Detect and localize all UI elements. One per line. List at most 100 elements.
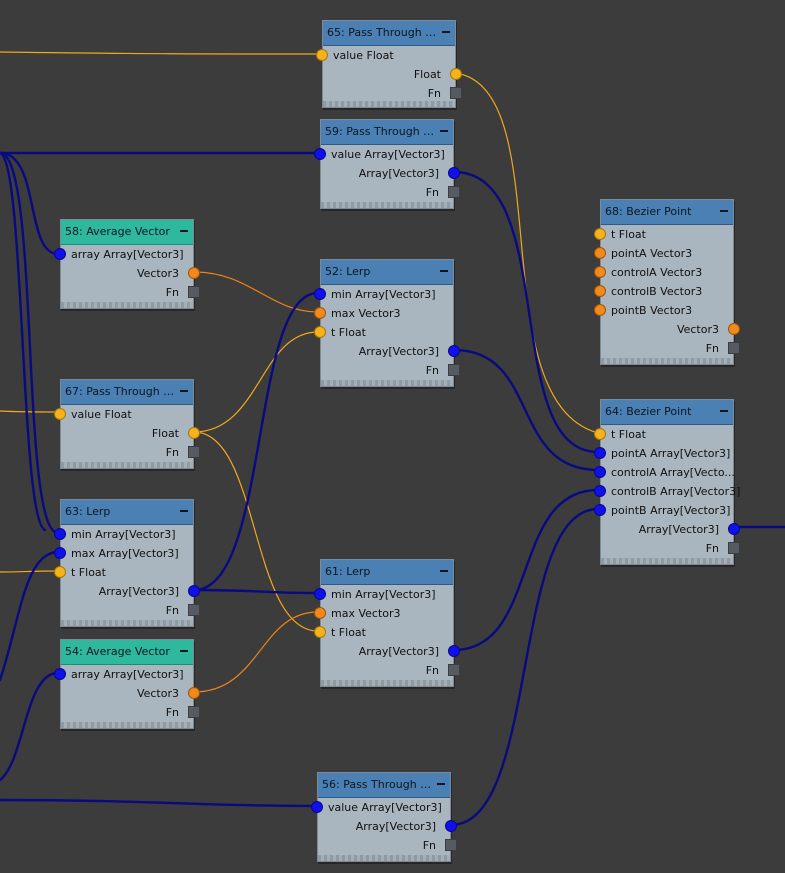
node-lerp-52[interactable]: 52: Lerp min Array[Vector3] max Vector3 … (314, 259, 460, 387)
input-port-t[interactable] (594, 428, 606, 440)
input-port-min[interactable] (54, 528, 66, 540)
input-port-controlb[interactable] (594, 485, 606, 497)
minimize-icon[interactable] (440, 130, 448, 132)
input-label: max Vector3 (331, 307, 401, 320)
minimize-icon[interactable] (437, 783, 445, 785)
output-label: Float (151, 427, 179, 440)
node-pass-through-array-56[interactable]: 56: Pass Through Arr... value Array[Vect… (311, 772, 457, 862)
input-port-max[interactable] (314, 607, 326, 619)
fn-port[interactable] (188, 446, 200, 458)
output-port-vector3[interactable] (728, 323, 740, 335)
node-title[interactable]: 68: Bezier Point (601, 200, 733, 225)
input-port-pointb[interactable] (594, 304, 606, 316)
input-port-value[interactable] (311, 801, 323, 813)
input-port-controlb[interactable] (594, 285, 606, 297)
node-pass-through-array-59[interactable]: 59: Pass Through Arr... value Array[Vect… (314, 119, 460, 209)
node-bezier-point-64[interactable]: 64: Bezier Point t Float pointA Array[Ve… (594, 399, 740, 565)
input-port-min[interactable] (314, 288, 326, 300)
output-port-vector3[interactable] (188, 267, 200, 279)
fn-port[interactable] (188, 604, 200, 616)
minimize-icon[interactable] (720, 410, 728, 412)
input-port-array[interactable] (54, 668, 66, 680)
minimize-icon[interactable] (180, 230, 188, 232)
fn-port[interactable] (445, 839, 457, 851)
minimize-icon[interactable] (440, 270, 448, 272)
minimize-icon[interactable] (440, 570, 448, 572)
wire (449, 507, 600, 827)
input-port-t[interactable] (54, 566, 66, 578)
fn-port[interactable] (188, 286, 200, 298)
node-average-vector-58[interactable]: 58: Average Vector array Array[Vector3] … (54, 219, 200, 309)
fn-port[interactable] (448, 664, 460, 676)
input-port-value[interactable] (314, 148, 326, 160)
fn-port[interactable] (188, 706, 200, 718)
node-title[interactable]: 59: Pass Through Arr... (321, 120, 453, 145)
minimize-icon[interactable] (180, 650, 188, 652)
fn-port[interactable] (728, 542, 740, 554)
node-title[interactable]: 63: Lerp (61, 500, 193, 525)
node-title[interactable]: 67: Pass Through Float (61, 380, 193, 405)
minimize-icon[interactable] (180, 510, 188, 512)
output-label: Array[Vector3] (638, 523, 719, 536)
output-label: Array[Vector3] (358, 645, 439, 658)
wire (0, 51, 321, 55)
output-port-array[interactable] (188, 585, 200, 597)
input-port-pointb[interactable] (594, 504, 606, 516)
output-port-array[interactable] (448, 167, 460, 179)
node-title[interactable]: 54: Average Vector (61, 640, 193, 665)
output-port-array[interactable] (728, 523, 740, 535)
input-port-pointa[interactable] (594, 447, 606, 459)
output-label: Array[Vector3] (358, 167, 439, 180)
output-port-array[interactable] (445, 820, 457, 832)
node-footer (601, 358, 733, 364)
input-port-max[interactable] (54, 547, 66, 559)
input-port-pointa[interactable] (594, 247, 606, 259)
output-port-array[interactable] (448, 345, 460, 357)
input-label: value Array[Vector3] (331, 148, 445, 161)
fn-label: Fn (427, 87, 441, 100)
input-port-t[interactable] (314, 326, 326, 338)
output-port-float[interactable] (450, 68, 462, 80)
node-title[interactable]: 61: Lerp (321, 560, 453, 585)
minimize-icon[interactable] (720, 210, 728, 212)
input-port-controla[interactable] (594, 266, 606, 278)
output-label: Vector3 (676, 323, 719, 336)
output-port-float[interactable] (188, 427, 200, 439)
fn-port[interactable] (448, 364, 460, 376)
input-port-array[interactable] (54, 248, 66, 260)
input-port-t[interactable] (314, 626, 326, 638)
fn-port[interactable] (448, 186, 460, 198)
input-label: t Float (611, 428, 646, 441)
wire (0, 798, 317, 808)
minimize-icon[interactable] (180, 390, 188, 392)
fn-label: Fn (165, 446, 179, 459)
wire (452, 488, 600, 652)
node-pass-through-float-67[interactable]: 67: Pass Through Float value Float Float… (54, 379, 200, 469)
input-port-value[interactable] (316, 49, 328, 61)
output-port-vector3[interactable] (188, 687, 200, 699)
node-lerp-63[interactable]: 63: Lerp min Array[Vector3] max Array[Ve… (54, 499, 200, 627)
input-port-controla[interactable] (594, 466, 606, 478)
node-title[interactable]: 58: Average Vector (61, 220, 193, 245)
node-footer (61, 722, 193, 728)
node-average-vector-54[interactable]: 54: Average Vector array Array[Vector3] … (54, 639, 200, 729)
node-title[interactable]: 64: Bezier Point (601, 400, 733, 425)
output-port-array[interactable] (448, 645, 460, 657)
minimize-icon[interactable] (442, 31, 450, 33)
input-port-t[interactable] (594, 228, 606, 240)
node-bezier-point-68[interactable]: 68: Bezier Point t Float pointA Vector3 … (594, 199, 740, 365)
node-title[interactable]: 65: Pass Through Float (323, 21, 455, 46)
wire (452, 170, 600, 454)
input-port-min[interactable] (314, 588, 326, 600)
node-lerp-61[interactable]: 61: Lerp min Array[Vector3] max Vector3 … (314, 559, 460, 687)
wire (193, 431, 319, 632)
fn-port[interactable] (450, 87, 462, 99)
node-pass-through-float-65[interactable]: 65: Pass Through Float value Float Float… (316, 20, 462, 108)
node-footer (61, 302, 193, 308)
input-port-value[interactable] (54, 408, 66, 420)
fn-port[interactable] (728, 342, 740, 354)
input-label: min Array[Vector3] (331, 288, 436, 301)
input-port-max[interactable] (314, 307, 326, 319)
node-title[interactable]: 56: Pass Through Arr... (318, 773, 450, 798)
node-title[interactable]: 52: Lerp (321, 260, 453, 285)
